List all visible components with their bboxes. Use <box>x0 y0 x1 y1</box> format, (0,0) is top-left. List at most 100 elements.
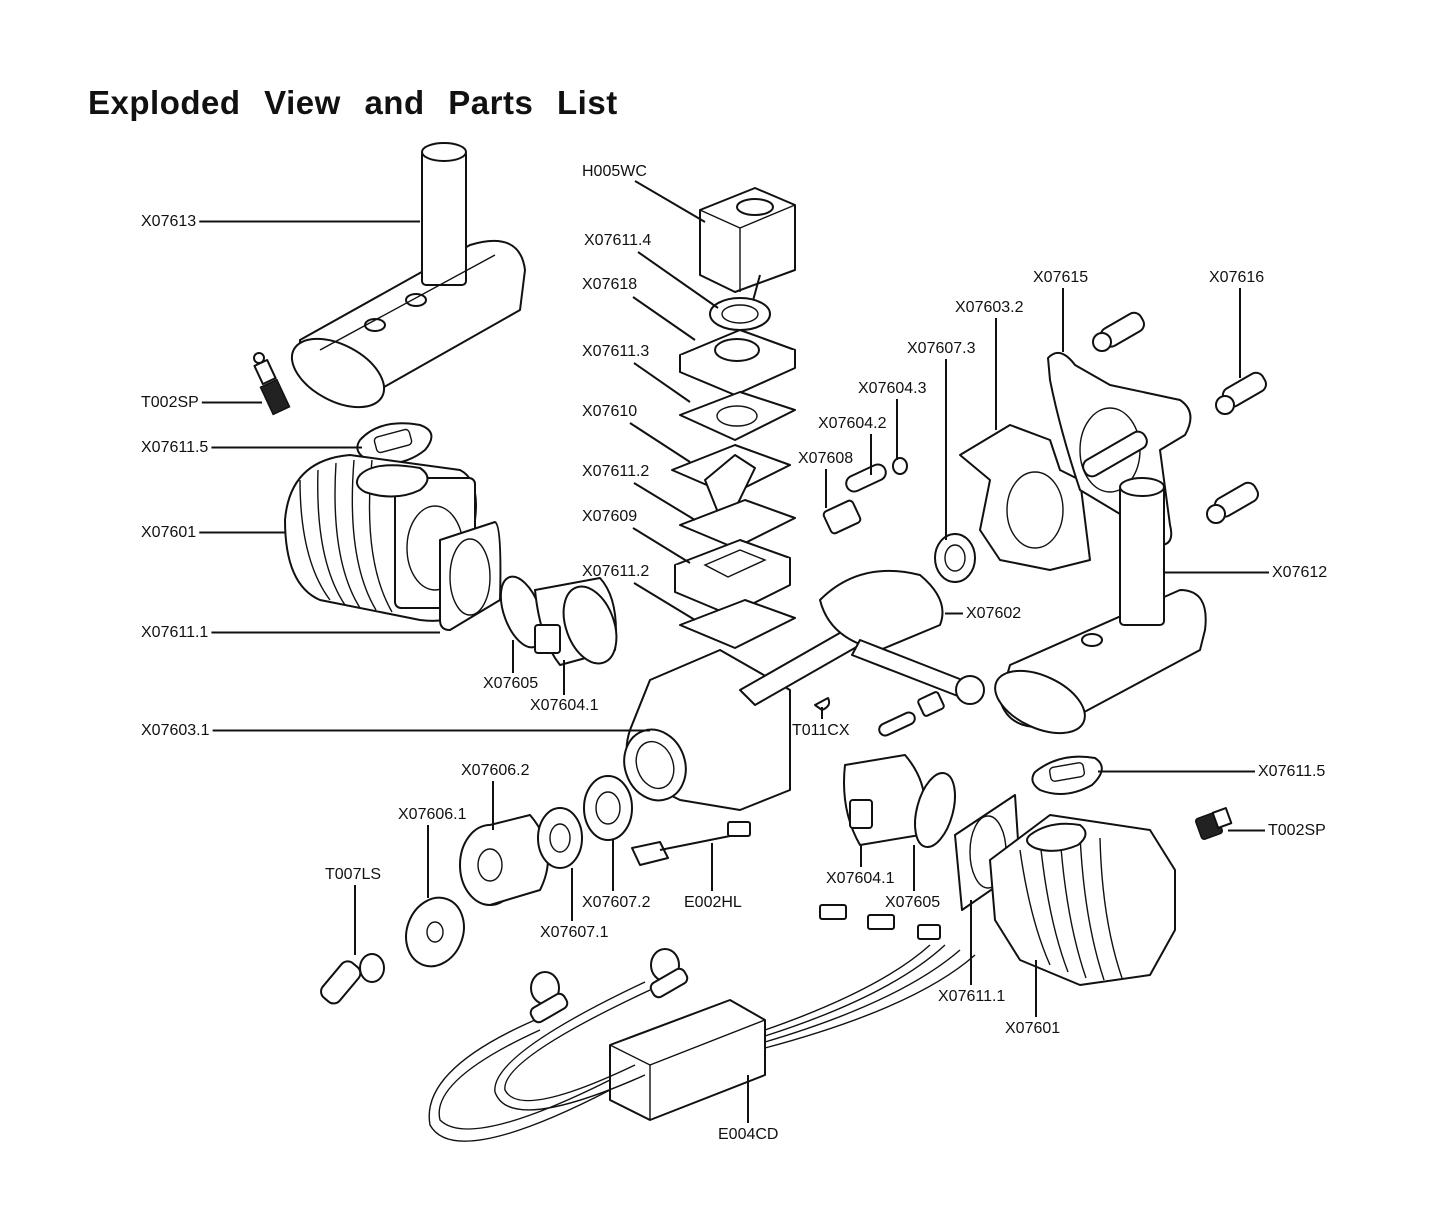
part-number-label: H005WC <box>582 163 647 180</box>
crankshaft-drawing <box>739 569 985 706</box>
carb-gasket-drawing <box>709 297 771 331</box>
callout-prop-hub: X07606.2 <box>461 762 530 830</box>
callout-carb-gasket: X07611.4 <box>584 232 719 309</box>
part-number-label: X07607.3 <box>907 340 976 357</box>
piston-left-drawing <box>499 575 618 666</box>
muffler-right-drawing <box>994 477 1207 735</box>
leader-line <box>633 362 691 403</box>
part-number-label: X07618 <box>582 276 637 293</box>
callout-piston-ring-left: X07605 <box>483 640 538 692</box>
exhaust-gasket-right-drawing <box>1031 755 1103 795</box>
part-number-label: X07601 <box>1005 1020 1060 1037</box>
part-number-label: X07607.2 <box>582 894 651 911</box>
spark-plug-right-drawing <box>1194 807 1233 841</box>
callout-spark-plug-right: T002SP <box>1228 822 1326 839</box>
rubber-mounts-drawing <box>1092 311 1267 524</box>
part-number-label: X07603.2 <box>955 299 1024 316</box>
callout-rear-bearing: X07607.3 <box>907 340 976 540</box>
callout-spark-plug-left: T002SP <box>141 394 262 411</box>
needle-bearing-drawing <box>822 499 862 535</box>
callout-needle-bearing: X07608 <box>798 450 853 508</box>
callout-exhaust-gasket-left: X07611.5 <box>141 439 362 456</box>
callout-crankcase-rear: X07603.2 <box>955 299 1024 430</box>
callout-piston-right: X07604.1 <box>826 845 895 887</box>
callout-woodruff-key: T011CX <box>792 707 850 739</box>
part-number-label: X07611.5 <box>1258 763 1325 780</box>
callout-base-gasket-right: X07611.1 <box>938 900 1005 1005</box>
part-number-label: X07611.1 <box>141 624 208 641</box>
part-number-label: X07607.1 <box>540 924 609 941</box>
callout-reed-gasket-bottom: X07611.2 <box>582 563 696 621</box>
part-number-label: T007LS <box>325 866 381 883</box>
callout-muffler-left: X07613 <box>141 213 420 230</box>
callout-hall-sensor: E002HL <box>684 843 742 911</box>
cylinder-right-drawing <box>989 814 1176 986</box>
circlip-drawing <box>892 457 908 475</box>
callout-cylinder-left: X07601 <box>141 524 285 541</box>
hall-sensor-drawing <box>631 821 751 866</box>
callout-exhaust-gasket-right: X07611.5 <box>1098 763 1325 780</box>
callout-crankcase-front: X07603.1 <box>141 722 650 739</box>
callout-wrist-pin: X07604.2 <box>818 415 887 475</box>
carb-adapter-drawing <box>679 329 796 396</box>
callout-carb-adapter: X07618 <box>582 276 696 341</box>
callout-reed-valve: X07610 <box>582 403 691 463</box>
wrist-pin-drawing <box>845 463 887 493</box>
prop-bolt-drawing <box>320 953 385 1005</box>
part-number-label: X07604.2 <box>818 415 887 432</box>
part-number-label: X07609 <box>582 508 637 525</box>
spark-plug-left-drawing <box>253 352 291 416</box>
callout-prop-washer: X07606.1 <box>398 806 467 898</box>
callout-intake-spacer: X07609 <box>582 508 691 564</box>
part-number-label: X07601 <box>141 524 196 541</box>
part-number-label: X07611.2 <box>582 463 649 480</box>
part-number-label: X07602 <box>966 605 1021 622</box>
part-number-label: X07611.5 <box>141 439 208 456</box>
callout-circlip: X07604.3 <box>858 380 927 460</box>
part-number-label: X07603.1 <box>141 722 210 739</box>
part-number-label: X07604.1 <box>826 870 895 887</box>
callout-prop-bolt: T007LS <box>325 866 381 955</box>
callout-crankshaft: X07602 <box>945 605 1021 622</box>
leader-line <box>633 482 696 521</box>
mid-bearing-drawing <box>583 775 633 841</box>
part-number-label: X07605 <box>483 675 538 692</box>
reed-gasket-bottom-drawing <box>679 599 796 649</box>
callout-layer: X07613T002SPX07611.5X07601X07611.1X07603… <box>141 163 1327 1143</box>
leader-line <box>629 422 691 463</box>
callout-reed-gasket-top: X07611.3 <box>582 343 691 403</box>
callout-piston-left: X07604.1 <box>530 660 599 714</box>
leader-line <box>632 527 691 564</box>
callout-reed-gasket-mid: X07611.2 <box>582 463 696 521</box>
part-number-label: T002SP <box>141 394 199 411</box>
callout-ignition-module: E004CD <box>718 1075 778 1143</box>
leader-line <box>637 251 719 309</box>
prop-hub-drawing <box>459 814 549 906</box>
part-number-label: X07608 <box>798 450 853 467</box>
muffler-left-drawing <box>290 142 526 409</box>
part-number-label: X07611.3 <box>582 343 649 360</box>
front-bearing-drawing <box>537 807 583 869</box>
part-number-label: E002HL <box>684 894 742 911</box>
carburetor-drawing <box>699 187 796 331</box>
part-number-label: X07611.2 <box>582 563 649 580</box>
part-number-label: X07604.1 <box>530 697 599 714</box>
part-number-label: X07613 <box>141 213 196 230</box>
leader-line <box>633 582 696 621</box>
callout-muffler-right: X07612 <box>1164 564 1327 581</box>
small-bearing-lower-drawing <box>878 691 945 737</box>
part-number-label: X07606.2 <box>461 762 530 779</box>
callout-base-gasket-left: X07611.1 <box>141 624 440 641</box>
callout-rubber-mounts: X07616 <box>1209 269 1264 378</box>
part-number-label: T011CX <box>792 722 850 739</box>
crankcase-rear-drawing <box>959 424 1091 571</box>
base-gasket-left-drawing <box>439 521 502 631</box>
part-number-label: T002SP <box>1268 822 1326 839</box>
leader-line <box>632 296 696 341</box>
reed-gasket-top-drawing <box>679 391 796 441</box>
rear-bearing-drawing <box>934 533 976 583</box>
part-number-label: X07612 <box>1272 564 1327 581</box>
callout-piston-ring-right: X07605 <box>885 845 940 911</box>
callout-front-bearing: X07607.1 <box>540 868 609 941</box>
